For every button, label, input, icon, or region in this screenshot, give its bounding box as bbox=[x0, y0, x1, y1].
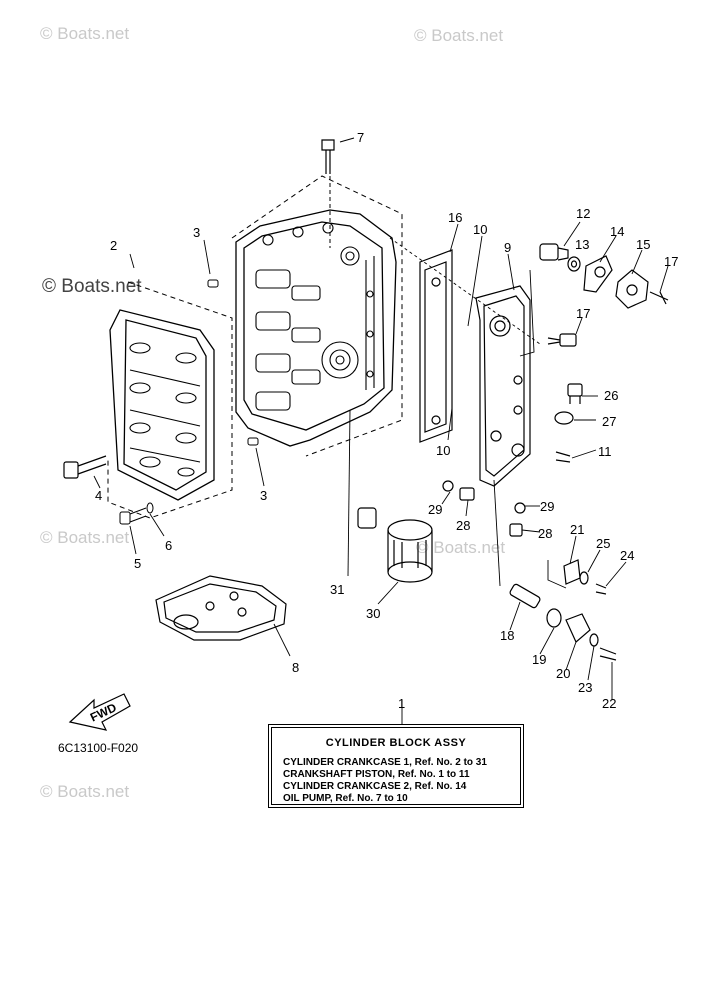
callout: 16 bbox=[448, 210, 462, 225]
callout: 7 bbox=[357, 130, 364, 145]
callout: 28 bbox=[456, 518, 470, 533]
bottom-gasket-part bbox=[155, 575, 287, 641]
callout: 22 bbox=[602, 696, 616, 711]
callout: 30 bbox=[366, 606, 380, 621]
cover-plate-part bbox=[475, 285, 531, 487]
callout: 9 bbox=[504, 240, 511, 255]
callout: 20 bbox=[556, 666, 570, 681]
dowel-part bbox=[247, 437, 259, 446]
fwd-arrow-icon bbox=[68, 693, 131, 731]
assembly-line: CRANKSHAFT PISTON, Ref. No. 1 to 11 bbox=[283, 769, 470, 780]
callout: 17 bbox=[576, 306, 590, 321]
oil-filter-part bbox=[357, 507, 433, 583]
bolt-part bbox=[321, 139, 335, 174]
callout: 18 bbox=[500, 628, 514, 643]
assembly-info-box: CYLINDER BLOCK ASSY CYLINDER CRANKCASE 1… bbox=[268, 724, 524, 808]
callout: 29 bbox=[540, 499, 554, 514]
callout: 14 bbox=[610, 224, 624, 239]
assembly-title: CYLINDER BLOCK ASSY bbox=[325, 737, 467, 749]
callout: 12 bbox=[576, 206, 590, 221]
callout: 24 bbox=[620, 548, 634, 563]
leader-lines bbox=[93, 221, 669, 724]
callout: 13 bbox=[575, 237, 589, 252]
watermark: © Boats.net bbox=[414, 26, 504, 45]
callout: 27 bbox=[602, 414, 616, 429]
dashed-bracket-block bbox=[231, 175, 403, 457]
gasket-part bbox=[419, 249, 453, 443]
callout: 8 bbox=[292, 660, 299, 675]
callout: 28 bbox=[538, 526, 552, 541]
assembly-line: OIL PUMP, Ref. No. 7 to 10 bbox=[283, 793, 408, 804]
callout: 17 bbox=[664, 254, 678, 269]
cylinder-head-part bbox=[109, 309, 215, 501]
diagram-code: 6C13100-F020 bbox=[58, 741, 138, 755]
watermark: © Boats.net bbox=[42, 276, 142, 297]
callout: 4 bbox=[95, 488, 102, 503]
callout: 11 bbox=[598, 444, 612, 459]
bolt-part bbox=[119, 511, 131, 525]
fitting-part bbox=[442, 383, 617, 661]
callout-numbers: 1 2 3 3 4 5 6 7 8 9 10 10 11 12 13 14 15… bbox=[95, 130, 678, 711]
callout: 31 bbox=[330, 582, 344, 597]
crankcase-block bbox=[235, 209, 397, 447]
fitting-part bbox=[539, 243, 669, 347]
washer-part bbox=[146, 502, 154, 514]
callout: 29 bbox=[428, 502, 442, 517]
callout: 10 bbox=[436, 443, 450, 458]
long-bolt-part bbox=[63, 455, 107, 479]
callout: 10 bbox=[473, 222, 487, 237]
assembly-line: CYLINDER CRANKCASE 1, Ref. No. 2 to 31 bbox=[283, 757, 487, 768]
callout: 2 bbox=[110, 238, 117, 253]
dowel-part bbox=[207, 279, 219, 288]
callout: 19 bbox=[532, 652, 546, 667]
callout: 26 bbox=[604, 388, 618, 403]
watermark: © Boats.net bbox=[40, 528, 130, 547]
watermark: © Boats.net bbox=[416, 538, 506, 557]
callout: 5 bbox=[134, 556, 141, 571]
callout: 3 bbox=[193, 225, 200, 240]
callout: 23 bbox=[578, 680, 592, 695]
watermark: © Boats.net bbox=[40, 782, 130, 801]
callout: 25 bbox=[596, 536, 610, 551]
dashed-bracket-left bbox=[107, 281, 233, 519]
callout: 1 bbox=[398, 696, 405, 711]
callout: 21 bbox=[570, 522, 584, 537]
callout: 3 bbox=[260, 488, 267, 503]
callout: 6 bbox=[165, 538, 172, 553]
callout: 15 bbox=[636, 237, 650, 252]
watermark: © Boats.net bbox=[40, 24, 130, 43]
assembly-line: CYLINDER CRANKCASE 2, Ref. No. 14 bbox=[283, 781, 467, 792]
